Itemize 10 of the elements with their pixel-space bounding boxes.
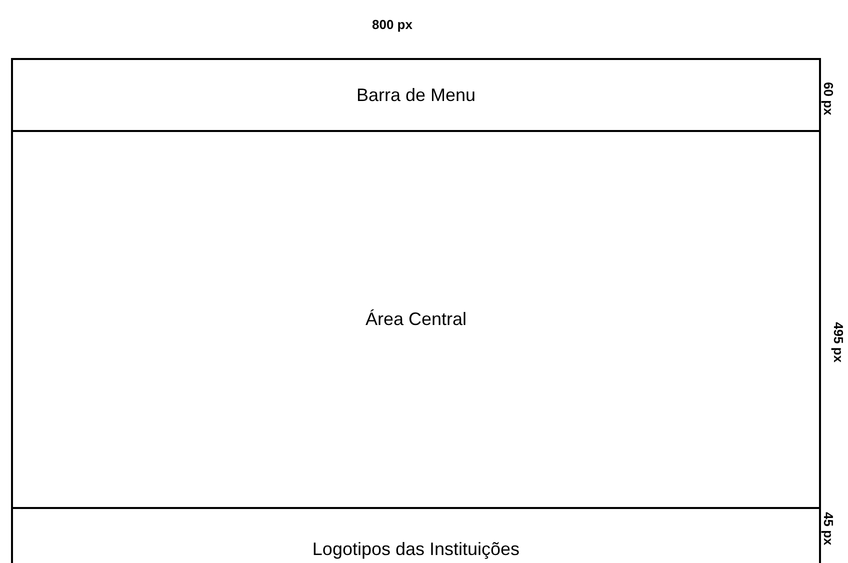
dimension-label: 800 px (372, 17, 412, 32)
region-label: Área Central (365, 309, 467, 330)
dimension-label: 60 px (821, 82, 836, 116)
region-label: Barra de Menu (356, 84, 476, 106)
layout-region-box (11, 507, 821, 563)
layout-region-box (11, 58, 821, 132)
dimension-label: 495 px (831, 322, 846, 362)
dimension-label: 45 px (821, 512, 836, 546)
layout-region-box (11, 130, 821, 509)
region-label: Logotipos das Instituições (312, 539, 520, 560)
